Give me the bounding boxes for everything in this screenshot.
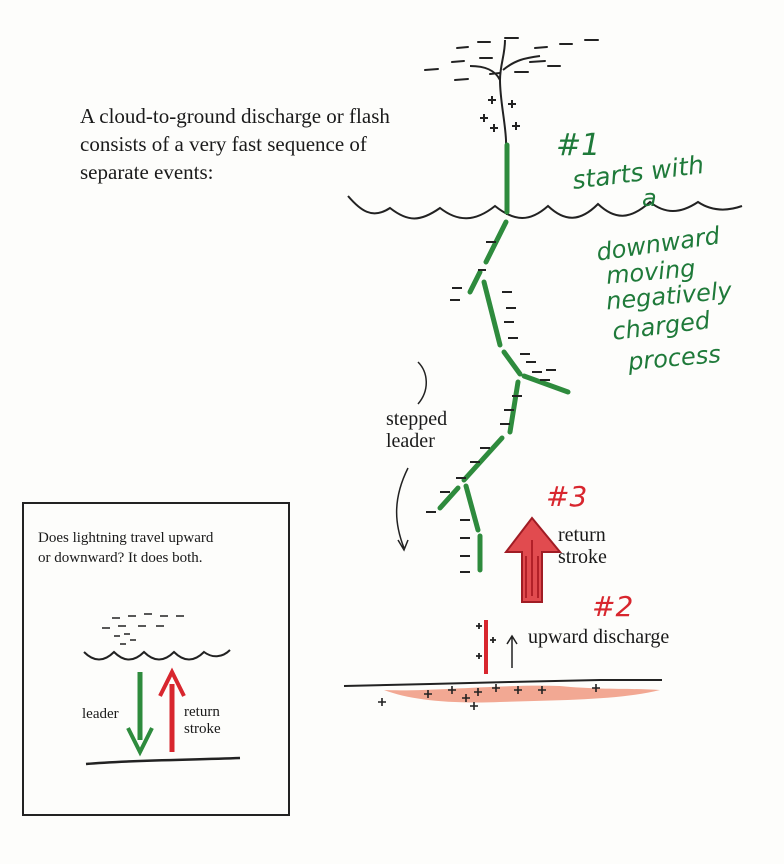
inset-question-line: or downward? It does both. xyxy=(38,550,203,566)
inset-return-line: return xyxy=(184,704,220,720)
inset-box: Does lightning travel upward or downward… xyxy=(22,502,290,816)
intro-line: separate events: xyxy=(80,160,214,184)
upward-small-arrow xyxy=(506,634,518,668)
inset-return-label: return stroke xyxy=(184,704,221,738)
return-stroke-label: return stroke xyxy=(558,524,607,568)
inset-question-line: Does lightning travel upward xyxy=(38,530,214,546)
step1-note-line: a xyxy=(642,184,657,212)
leader-negative-charges xyxy=(426,241,556,573)
cloud-base xyxy=(347,195,743,220)
ground-line xyxy=(343,679,662,687)
inset-return-line: stroke xyxy=(184,721,221,737)
cloud-negative-charges xyxy=(424,37,599,81)
stepped-leader-label: stepped leader xyxy=(386,408,447,452)
return-stroke-arrow xyxy=(503,516,563,603)
inset-leader-label: leader xyxy=(82,706,119,722)
intro-text: A cloud-to-ground discharge or flash con… xyxy=(80,102,480,186)
stepped-leader-pointer xyxy=(417,361,427,405)
cloud-channel xyxy=(469,39,541,216)
cloud-positive-charges xyxy=(480,96,520,132)
inset-cloud-base xyxy=(83,649,231,661)
inset-return-arrow xyxy=(158,667,186,752)
stepped-leader-line: stepped xyxy=(386,408,448,430)
upward-discharge-label: upward discharge xyxy=(528,626,670,648)
inset-leader-arrow xyxy=(126,672,154,757)
intro-line: consists of a very fast sequence of xyxy=(80,132,367,156)
return-stroke-line: stroke xyxy=(558,546,607,568)
ground-positive-charges xyxy=(378,684,600,710)
stepped-leader-arrow xyxy=(395,467,409,552)
inset-ground-line xyxy=(85,756,241,766)
inset-question: Does lightning travel upward or downward… xyxy=(38,528,213,568)
return-stroke-line: return xyxy=(558,524,606,546)
step3-number: #3 xyxy=(546,480,588,513)
upward-discharge-charges xyxy=(476,623,496,659)
inset-cloud-charges xyxy=(102,613,184,645)
stepped-leader-line: leader xyxy=(386,430,435,452)
step2-number: #2 xyxy=(592,590,634,623)
intro-line: A cloud-to-ground discharge or flash xyxy=(80,104,390,128)
step1-number: #1 xyxy=(556,128,601,163)
